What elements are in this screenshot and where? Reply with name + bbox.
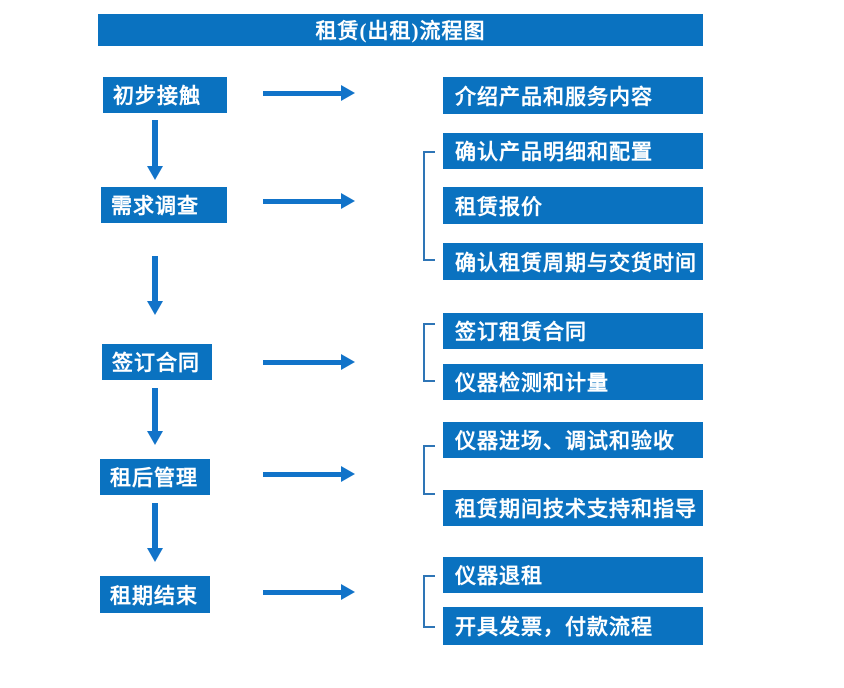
arrow-right-icon — [263, 466, 355, 482]
step-box-demand-survey: 需求调查 — [101, 187, 227, 223]
arrow-down-icon — [147, 120, 163, 180]
group-bracket-icon — [423, 575, 435, 628]
arrow-right-icon — [263, 193, 355, 209]
detail-box: 仪器进场、调试和验收 — [443, 422, 703, 458]
detail-box: 仪器检测和计量 — [443, 364, 703, 400]
step-box-post-rental-management: 租后管理 — [100, 459, 210, 495]
group-bracket-icon — [423, 151, 435, 261]
detail-box: 确认租赁周期与交货时间 — [443, 243, 703, 280]
arrow-down-icon — [147, 388, 163, 445]
arrow-right-icon — [263, 354, 355, 370]
group-bracket-icon — [423, 323, 435, 382]
step-box-rental-end: 租期结束 — [100, 576, 210, 613]
detail-box: 开具发票，付款流程 — [443, 607, 703, 645]
arrow-right-icon — [263, 584, 355, 600]
step-box-initial-contact: 初步接触 — [103, 77, 227, 113]
detail-box: 介绍产品和服务内容 — [443, 77, 703, 114]
arrow-down-icon — [147, 503, 163, 562]
detail-box: 租赁期间技术支持和指导 — [443, 490, 703, 526]
detail-box: 签订租赁合同 — [443, 313, 703, 349]
detail-box: 确认产品明细和配置 — [443, 133, 703, 169]
group-bracket-icon — [423, 445, 435, 495]
arrow-down-icon — [147, 256, 163, 315]
detail-box: 仪器退租 — [443, 557, 703, 593]
arrow-right-icon — [263, 85, 355, 101]
diagram-title: 租赁(出租)流程图 — [98, 14, 703, 46]
detail-box: 租赁报价 — [443, 187, 703, 224]
step-box-sign-contract: 签订合同 — [102, 344, 212, 380]
